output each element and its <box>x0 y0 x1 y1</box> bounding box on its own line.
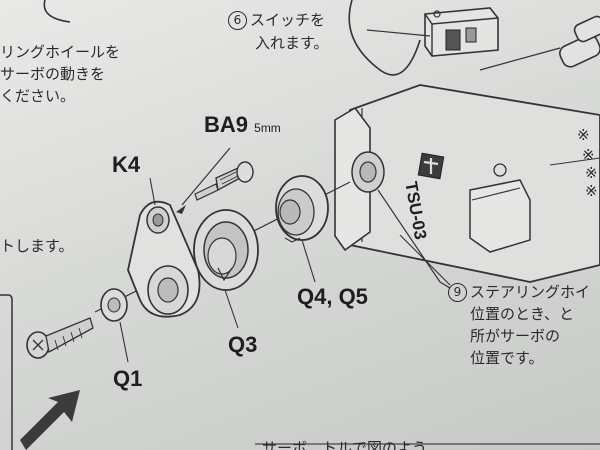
step9-line4: 位置です。 <box>470 349 544 367</box>
switch-drawing <box>366 7 499 57</box>
left-text-line3: ください。 <box>0 87 76 105</box>
step6-text1: スイッチを <box>250 11 326 29</box>
leader-k4 <box>149 177 156 206</box>
q1-washer <box>100 288 128 322</box>
right-mark-4: ※ <box>585 182 598 200</box>
wire-top-left <box>43 0 71 23</box>
left-text-line2: サーボの動きを <box>0 65 106 83</box>
ba9-text: BA9 <box>204 112 249 137</box>
ba9-arrow <box>176 205 186 214</box>
leader-q3 <box>224 289 239 329</box>
leader-q45 <box>301 239 316 283</box>
q3-ring <box>193 209 259 291</box>
step9-line2: 位置のとき、と <box>470 305 574 323</box>
step9-text1: ステアリングホイ <box>470 283 591 301</box>
long-screw <box>26 317 94 359</box>
k4-horn <box>127 200 201 318</box>
ba9-size: 5mm <box>254 121 281 135</box>
direction-arrow <box>20 390 80 450</box>
left-text-line1: リングホイールを <box>0 43 121 61</box>
right-mark-2: ※ <box>582 146 595 164</box>
bottom-text: サーボ…トルで図のよう <box>262 439 428 450</box>
step9-line3: 所がサーボの <box>470 327 561 345</box>
label-q3: Q3 <box>228 332 258 357</box>
right-mark-3: ※ <box>585 164 598 182</box>
step6-number: 6 <box>228 11 247 30</box>
label-ba9: BA9 5mm <box>204 112 281 138</box>
leader-q1 <box>119 321 129 363</box>
leader-step9 <box>377 189 451 289</box>
ba9-axis <box>181 147 231 206</box>
servo-wire <box>348 0 421 76</box>
step9-number: 9 <box>448 283 467 302</box>
servo-drawing <box>334 84 600 286</box>
left-text-line4: トします。 <box>0 237 74 255</box>
panel-border <box>0 294 13 450</box>
label-q4-q5: Q4, Q5 <box>297 284 368 309</box>
step6-line2: 入れます。 <box>255 34 329 52</box>
connector-drawing <box>479 15 600 71</box>
q4-q5-part <box>275 175 329 243</box>
label-q1: Q1 <box>113 366 143 391</box>
right-mark-1: ※ <box>577 126 590 144</box>
ba9-screw <box>194 161 254 201</box>
label-k4: K4 <box>112 152 141 177</box>
